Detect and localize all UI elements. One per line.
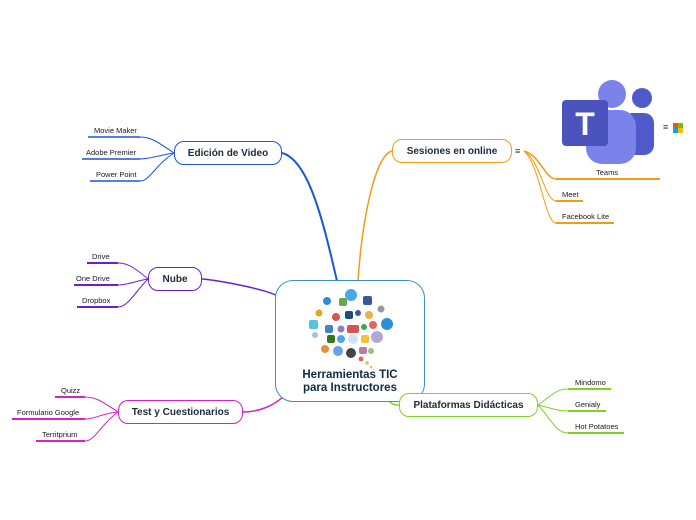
branch-test-cuestionarios[interactable]: Test y Cuestionarios: [118, 400, 243, 424]
microsoft-teams-logo-icon: T: [562, 80, 654, 164]
central-title: Herramientas TIC para Instructores: [276, 369, 424, 395]
leaf-teams[interactable]: Teams: [596, 168, 619, 177]
leaf-formulario-google[interactable]: Formulario Google: [17, 408, 80, 417]
leaf-genialy[interactable]: Genialy: [575, 400, 601, 409]
link-central-sesiones: [357, 150, 393, 282]
svg-text:T: T: [575, 106, 595, 142]
teams-notes-icon[interactable]: ≡: [663, 122, 669, 132]
link-central-nube: [201, 278, 279, 297]
branch-nube[interactable]: Nube: [148, 267, 202, 291]
leaf-one-drive[interactable]: One Drive: [76, 274, 110, 283]
branch-plataformas-didacticas[interactable]: Plataformas Didácticas: [399, 393, 538, 417]
central-topic[interactable]: Herramientas TIC para Instructores: [275, 280, 425, 402]
sesiones-notes-icon[interactable]: ≡: [515, 146, 521, 156]
leaf-hot-potatoes[interactable]: Hot Potatoes: [575, 422, 619, 431]
microsoft-windows-icon: [673, 123, 683, 133]
leaf-mindomo[interactable]: Mindomo: [575, 378, 606, 387]
leaf-movie-maker[interactable]: Movie Maker: [94, 126, 137, 135]
leaf-meet[interactable]: Meet: [562, 190, 579, 199]
social-media-cloud-icon: [309, 289, 393, 369]
leaf-power-point[interactable]: Power Point: [96, 170, 137, 179]
link-central-test: [242, 394, 286, 413]
branch-nube-label: Nube: [162, 273, 188, 285]
branch-test-label: Test y Cuestionarios: [131, 406, 230, 418]
leaf-territprium[interactable]: Territprium: [42, 430, 78, 439]
leaf-quizz[interactable]: Quizz: [61, 386, 81, 395]
branch-plataformas-label: Plataformas Didácticas: [413, 399, 524, 411]
link-central-video: [281, 152, 338, 282]
central-title-line1: Herramientas TIC: [302, 369, 398, 381]
branch-sesiones-label: Sesiones en online: [406, 145, 498, 157]
leaf-adobe-premier[interactable]: Adobe Premier: [86, 148, 137, 157]
branch-edicion-video-label: Edición de Video: [187, 147, 269, 159]
branch-sesiones-online[interactable]: Sesiones en online: [392, 139, 512, 163]
leaf-drive[interactable]: Drive: [92, 252, 110, 261]
leaf-dropbox[interactable]: Dropbox: [82, 296, 111, 305]
leaf-facebook-lite[interactable]: Facebook Lite: [562, 212, 610, 221]
central-title-line2: para Instructores: [303, 382, 397, 394]
branch-edicion-video[interactable]: Edición de Video: [174, 141, 282, 165]
